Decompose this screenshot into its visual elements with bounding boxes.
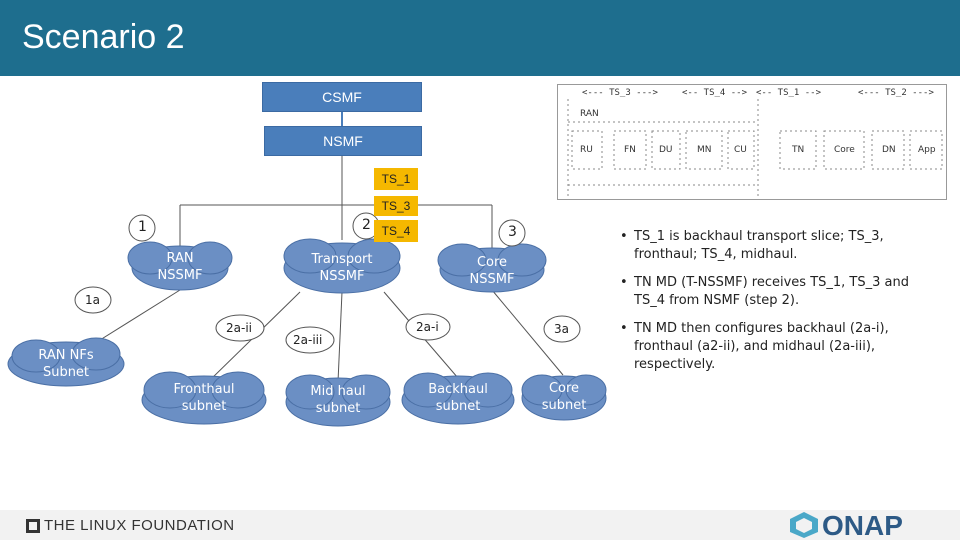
inset-tn: TN xyxy=(792,145,805,155)
linux-foundation-logo-icon xyxy=(26,519,40,533)
step-2aiii-label: 2a-iii xyxy=(293,333,323,347)
slide-title: Scenario 2 xyxy=(22,18,185,56)
nsmf-box: NSMF xyxy=(264,126,422,156)
bullet-item: TS_1 is backhaul transport slice; TS_3, … xyxy=(620,228,940,264)
core-subnet-cloud xyxy=(521,374,607,421)
step-1-label: 1 xyxy=(138,219,147,235)
ts3-slice-tag: TS_3 xyxy=(374,196,418,216)
onap-wordmark: ONAP xyxy=(822,510,903,541)
inset-mn: MN xyxy=(697,145,712,155)
midhaul-cloud xyxy=(285,374,391,427)
fronthaul-subnet-label: Fronthaul subnet xyxy=(173,382,235,414)
inset-app-box xyxy=(909,130,943,170)
backhaul-subnet-label: Backhaul subnet xyxy=(428,382,488,414)
inset-dashed-borders xyxy=(567,99,943,197)
step-3a-label: 3a xyxy=(554,322,569,336)
line-core-subnet xyxy=(491,289,564,376)
step-2-label: 2 xyxy=(362,217,371,233)
inset-core: Core xyxy=(834,145,855,155)
line-midhaul xyxy=(337,291,343,383)
inset-core-box xyxy=(823,130,865,170)
ts4-slice-tag: TS_4 xyxy=(374,220,418,242)
transport-nssmf-cloud xyxy=(283,238,401,294)
inset-cu: CU xyxy=(734,145,747,155)
ran-nfs-cloud xyxy=(7,337,125,387)
step-3a-circle xyxy=(543,315,581,343)
inset-du-box xyxy=(651,130,681,170)
inset-ts1-label: <-- TS_1 --> xyxy=(756,88,822,98)
inset-ts2-label: <--- TS_2 ---> xyxy=(858,88,934,98)
step-1a-circle xyxy=(74,286,112,314)
ran-nssmf-cloud xyxy=(127,241,233,291)
fronthaul-cloud xyxy=(141,371,267,425)
slice-chain-inset: <--- TS_3 ---> <-- TS_4 --> <-- TS_1 -->… xyxy=(557,84,947,200)
inset-fn-box xyxy=(613,130,647,170)
inset-ru-box xyxy=(571,130,603,170)
bullet-list: TS_1 is backhaul transport slice; TS_3, … xyxy=(620,228,940,384)
transport-nssmf-label: Transport NSSMF xyxy=(311,252,373,284)
inset-dn-box xyxy=(871,130,905,170)
backhaul-cloud xyxy=(401,372,515,425)
step-2aii-label: 2a-ii xyxy=(226,321,252,335)
inset-fn: FN xyxy=(624,145,636,155)
step-2ai-circle xyxy=(405,313,451,341)
step-1-circle xyxy=(128,214,156,242)
inset-du: DU xyxy=(659,145,673,155)
inset-ru: RU xyxy=(580,145,593,155)
ran-nfs-subnet-label: RAN NFs Subnet xyxy=(38,348,94,380)
inset-tn-box xyxy=(779,130,817,170)
inset-ran-label: RAN xyxy=(580,109,599,119)
title-bar xyxy=(0,0,960,76)
csmf-box: CSMF xyxy=(262,82,422,112)
inset-ts4-label: <-- TS_4 --> xyxy=(682,88,748,98)
core-subnet-label: Core subnet xyxy=(541,381,587,413)
ran-nssmf-label: RAN NSSMF xyxy=(157,251,203,283)
step-1a-label: 1a xyxy=(85,293,100,307)
linux-foundation-text: THE LINUX FOUNDATION xyxy=(44,517,235,534)
inset-app: App xyxy=(918,145,936,155)
bullet-item: TN MD (T-NSSMF) receives TS_1, TS_3 and … xyxy=(620,274,940,310)
inset-dn: DN xyxy=(882,145,896,155)
inset-cu-box xyxy=(727,130,755,170)
core-nssmf-cloud xyxy=(437,243,547,293)
inset-mn-box xyxy=(685,130,723,170)
onap-logo-icon xyxy=(790,512,818,538)
midhaul-subnet-label: Mid haul subnet xyxy=(310,384,366,416)
bullet-item: TN MD then configures backhaul (2a-i), f… xyxy=(620,320,940,374)
step-3-label: 3 xyxy=(508,224,517,240)
step-2aii-circle xyxy=(215,314,265,342)
ts1-slice-tag: TS_1 xyxy=(374,168,418,190)
step-3-circle xyxy=(498,219,526,247)
step-2aiii-circle xyxy=(285,326,335,354)
line-ran-nfs xyxy=(91,289,181,346)
inset-ts3-label: <--- TS_3 ---> xyxy=(582,88,658,98)
step-2ai-label: 2a-i xyxy=(416,320,439,334)
core-nssmf-label: Core NSSMF xyxy=(469,255,515,287)
